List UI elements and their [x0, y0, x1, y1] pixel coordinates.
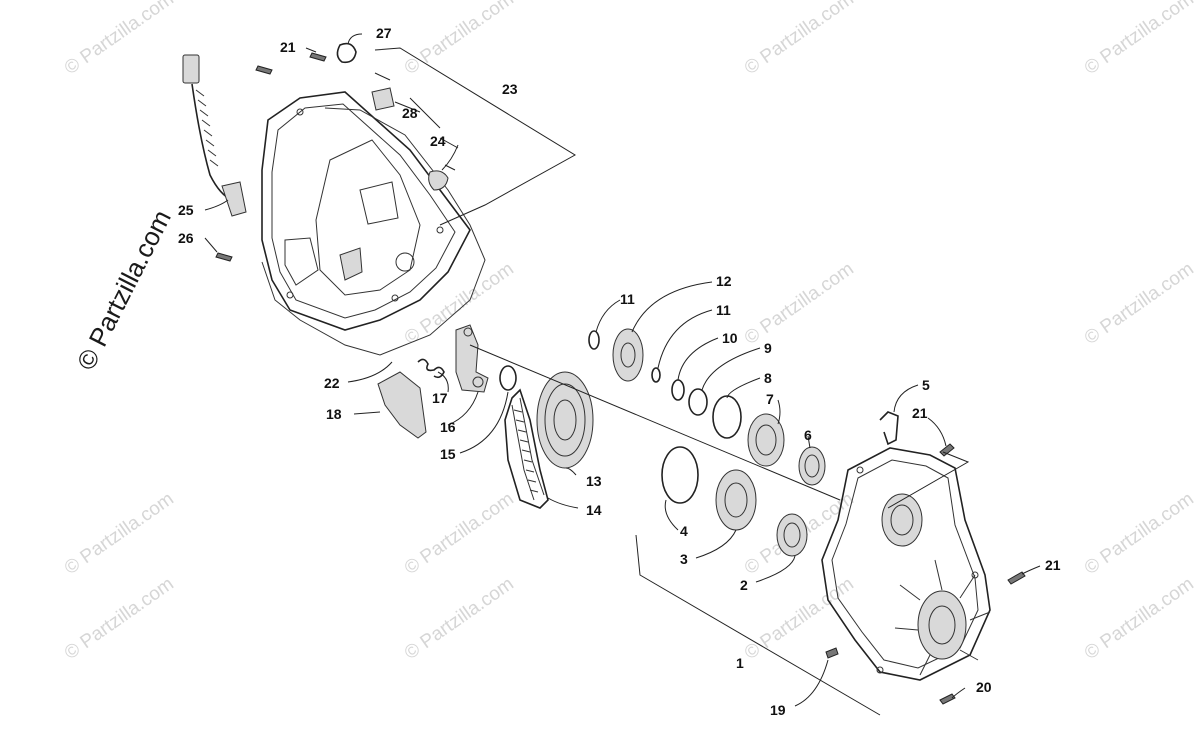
watermark: © Partzilla.com — [401, 573, 518, 664]
callout-22: 22 — [324, 375, 340, 391]
washer — [651, 367, 661, 383]
callout-11: 11 — [716, 302, 731, 318]
watermark: © Partzilla.com — [61, 488, 178, 579]
washer — [588, 330, 600, 350]
bolt — [939, 693, 956, 705]
callout-16: 16 — [440, 419, 456, 435]
watermark: © Partzilla.com — [61, 573, 178, 664]
callout-13: 13 — [586, 473, 602, 489]
vent-fitting — [879, 411, 899, 446]
callout-14: 14 — [586, 502, 602, 518]
callout-15: 15 — [440, 446, 456, 462]
callout-28: 28 — [402, 105, 418, 121]
callout-3: 3 — [680, 551, 688, 567]
callout-20: 20 — [976, 679, 992, 695]
callout-18: 18 — [326, 406, 342, 422]
o-ring — [712, 395, 742, 439]
callout-21: 21 — [912, 405, 928, 421]
callout-21: 21 — [1045, 557, 1061, 573]
inner-chaincase — [821, 447, 991, 681]
callout-11: 11 — [620, 291, 635, 307]
bearing-lower — [715, 469, 757, 531]
fastener-group-top — [215, 42, 449, 262]
callout-26: 26 — [178, 230, 194, 246]
callout-1: 1 — [736, 655, 744, 671]
upper-sprocket — [612, 328, 644, 382]
drive-chain — [504, 388, 549, 509]
watermark: © Partzilla.com — [1081, 488, 1198, 579]
seal-lower — [776, 513, 808, 557]
watermark: © Partzilla.com — [401, 0, 518, 79]
watermark: © Partzilla.com — [1081, 258, 1198, 349]
watermark: © Partzilla.com — [741, 258, 858, 349]
seal-upper — [798, 446, 826, 486]
callout-23: 23 — [502, 81, 518, 97]
washer — [671, 379, 685, 401]
snap-ring — [499, 365, 517, 391]
bolt — [939, 443, 955, 457]
callout-12: 12 — [716, 273, 732, 289]
o-ring-lower — [661, 446, 699, 504]
callout-24: 24 — [430, 133, 446, 149]
callout-25: 25 — [178, 202, 194, 218]
callout-6: 6 — [804, 427, 812, 443]
callout-5: 5 — [922, 377, 930, 393]
callout-9: 9 — [764, 340, 772, 356]
callout-10: 10 — [722, 330, 738, 346]
callout-17: 17 — [432, 390, 448, 406]
lower-sprocket — [536, 371, 594, 469]
watermark: © Partzilla.com — [741, 0, 858, 79]
callout-27: 27 — [376, 25, 392, 41]
callout-7: 7 — [766, 391, 774, 407]
tensioner-arm — [455, 324, 489, 393]
bolt — [1007, 571, 1026, 585]
watermark: © Partzilla.com — [1081, 573, 1198, 664]
washer — [688, 388, 708, 416]
chain-slide — [377, 371, 427, 439]
callout-19: 19 — [770, 702, 786, 718]
tensioner-spring — [417, 358, 445, 379]
outer-chaincase-cover — [261, 91, 471, 331]
callout-8: 8 — [764, 370, 772, 386]
watermark: © Partzilla.com — [1081, 0, 1198, 79]
callout-4: 4 — [680, 523, 688, 539]
callout-21: 21 — [280, 39, 296, 55]
callout-2: 2 — [740, 577, 748, 593]
bolt — [825, 647, 839, 659]
speed-sensor-wire — [182, 54, 247, 217]
leader-lines — [204, 33, 1041, 716]
bearing-upper — [747, 413, 785, 467]
gasket — [261, 107, 486, 356]
brand-watermark: © Partzilla.com — [71, 205, 177, 375]
watermark: © Partzilla.com — [61, 0, 178, 79]
watermark: © Partzilla.com — [401, 488, 518, 579]
center-axis — [469, 344, 841, 501]
callout-labels: 27 21 23 28 24 25 26 22 17 18 16 15 11 1… — [178, 25, 1061, 718]
